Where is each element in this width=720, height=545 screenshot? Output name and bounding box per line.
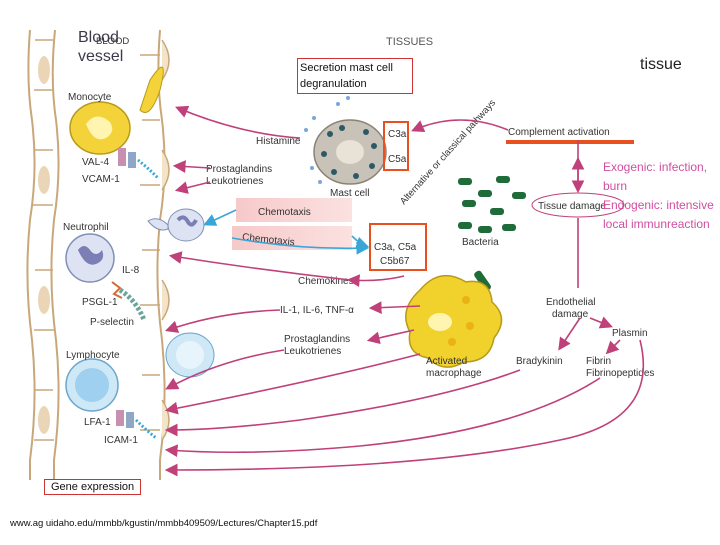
tissue-damage-label: Tissue damage <box>538 201 606 212</box>
bacteria-label: Bacteria <box>462 237 499 248</box>
interleukins-label: IL-1, IL-6, TNF-α <box>280 305 354 316</box>
il8-label: IL-8 <box>122 265 140 276</box>
c3a-c5a-box <box>383 121 409 171</box>
pselectin-chain-icon <box>111 281 147 321</box>
plasmin-label: Plasmin <box>612 328 648 339</box>
blood-vessel-line2: vessel <box>78 48 124 65</box>
neutrophil-label: Neutrophil <box>63 222 109 233</box>
macrophage-label: Activated macrophage <box>426 356 482 379</box>
complement-bar <box>506 140 634 144</box>
lymphocyte-label: Lymphocyte <box>66 350 120 361</box>
endothelial-line1: Endothelial <box>546 297 595 308</box>
bradykinin-label: Bradykinin <box>516 356 563 367</box>
fibrin-line2: Fibrinopeptides <box>586 368 654 379</box>
c3a-c5a-line1: C3a, C5a <box>374 242 417 253</box>
c3a-c5a-c5b67-box <box>369 223 427 271</box>
endogenic-text: Endogenic: intensive local immunreaction <box>603 198 714 231</box>
vcam1-label: VCAM-1 <box>82 174 120 185</box>
blood-vessel-wall <box>26 29 170 480</box>
c5a-label: C5a <box>388 154 407 165</box>
macrophage-line1: Activated <box>426 356 467 367</box>
val4-receptor-icon <box>118 148 160 180</box>
mediator-arrows <box>164 105 645 477</box>
mast-cell-label: Mast cell <box>330 188 369 199</box>
val4-label: VAL-4 <box>82 157 109 168</box>
chemotaxis-label-1: Chemotaxis <box>258 207 311 218</box>
neutrophil-cell: Neutrophil <box>63 208 205 283</box>
fibrin-label: Fibrin Fibrinopeptides <box>586 356 654 379</box>
c5b67-line2: C5b67 <box>380 256 410 267</box>
chemokines-label: Chemokines <box>298 276 354 287</box>
monocyte-label: Monocyte <box>68 92 112 103</box>
endothelial-line2: damage <box>552 309 589 320</box>
psgl1-label: PSGL-1 <box>82 297 118 308</box>
icam1-label: ICAM-1 <box>104 435 138 446</box>
prostaglandins-2-line1: Prostaglandins <box>284 334 350 345</box>
lfa1-receptor-icon <box>116 410 157 440</box>
histamine-label: Histamine <box>256 136 301 147</box>
prostaglandins-label-1: Prostaglandins Leukotrienes <box>206 164 275 187</box>
complement-activation-label: Complement activation <box>508 127 610 138</box>
prostaglandins-1-line1: Prostaglandins <box>206 164 272 175</box>
c3a-label: C3a <box>388 129 407 140</box>
tissues-header: TISSUES <box>386 36 433 48</box>
prostaglandins-label-2: Prostaglandins Leukotrienes <box>284 334 353 357</box>
macrophage-line2: macrophage <box>426 368 482 379</box>
tissue-title: tissue <box>640 56 682 73</box>
lfa1-label: LFA-1 <box>84 417 111 428</box>
fibrin-line1: Fibrin <box>586 356 611 367</box>
activated-macrophage-cell: Activated macrophage <box>405 274 503 379</box>
prostaglandins-1-line2: Leukotrienes <box>206 176 263 187</box>
pselectin-label: P-selectin <box>90 317 134 328</box>
chemotaxis-band-1 <box>236 198 352 222</box>
lymphocyte-cell: Lymphocyte <box>65 332 215 412</box>
bacteria-cluster: Bacteria <box>458 176 526 291</box>
endothelial-damage-label: Endothelial damage <box>546 297 598 320</box>
blood-vessel-title: Blood vessel <box>78 28 123 66</box>
source-url: www.ag uidaho.edu/mmbb/kgustin/mmbb40950… <box>10 518 318 529</box>
monocyte-cell: Monocyte <box>68 66 164 155</box>
secretion-note: Secretion mast cell degranulation <box>297 58 413 94</box>
prostaglandins-2-line2: Leukotrienes <box>284 346 341 357</box>
chemotaxis-arrows <box>203 209 370 255</box>
gene-expression-box: Gene expression <box>44 479 142 495</box>
exogenic-text: Exogenic: infection, burn <box>603 160 708 193</box>
damage-causes-note: Exogenic: infection, burn Endogenic: int… <box>603 158 715 234</box>
mast-cell: Mast cell <box>304 96 387 199</box>
blood-vessel-line1: Blood <box>78 29 119 46</box>
blood-header: BLOOD <box>96 36 129 47</box>
